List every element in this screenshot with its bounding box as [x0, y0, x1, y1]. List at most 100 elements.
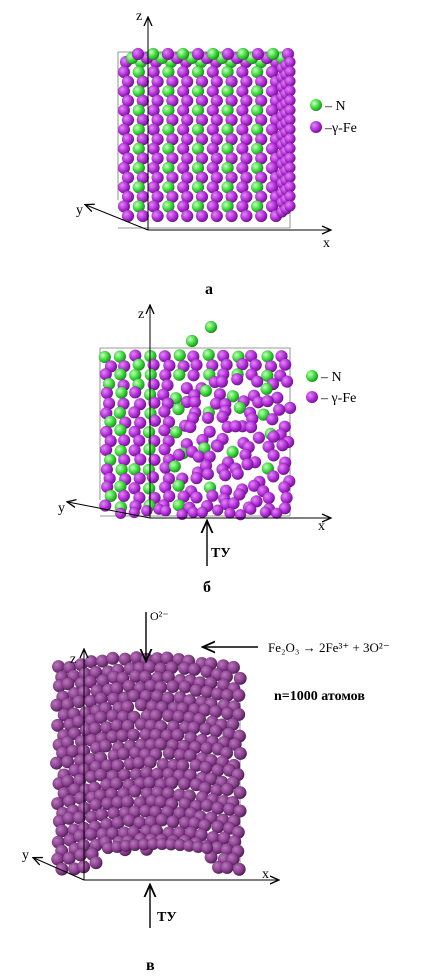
atom — [285, 95, 296, 106]
atom — [255, 210, 267, 222]
atom — [137, 210, 149, 222]
atom — [192, 48, 204, 60]
panel-c: z x y O²⁻ Fe₂O₃ → 2Fe³⁺ + 3O²⁻ n=1000 ат… — [22, 609, 390, 974]
atom — [212, 505, 223, 516]
atom — [221, 783, 234, 796]
panel-c-atoms — [50, 651, 247, 876]
atom — [245, 421, 257, 433]
atom — [267, 470, 279, 482]
panel-b: z x y – N – γ-Fe ТУ б — [58, 306, 356, 596]
atom — [285, 153, 296, 164]
atom — [167, 815, 180, 828]
atom-count-text: n=1000 атомов — [274, 689, 365, 704]
panel-b-legend: – N – γ-Fe — [306, 370, 356, 406]
atom — [186, 335, 198, 347]
atom — [285, 124, 296, 135]
panel-b-atoms — [99, 321, 296, 520]
panel-a: z x y – N –γ-Fe а — [76, 9, 357, 298]
atom — [268, 449, 280, 461]
x-axis-label: x — [318, 519, 325, 534]
atom — [118, 434, 130, 446]
atom — [271, 508, 282, 519]
atom — [74, 849, 87, 862]
atom — [235, 509, 246, 520]
atom — [135, 698, 148, 711]
x-axis-label: x — [262, 867, 269, 882]
o2-label: O²⁻ — [150, 609, 169, 623]
atom — [285, 133, 296, 144]
atom — [285, 76, 296, 87]
atom — [188, 663, 201, 676]
atom — [174, 349, 186, 361]
legend-fe-swatch — [306, 391, 318, 403]
atom — [285, 85, 296, 96]
atom — [116, 387, 128, 399]
atom — [178, 777, 191, 790]
atom — [240, 210, 252, 222]
atom — [267, 48, 279, 60]
atom — [177, 48, 189, 60]
atom — [285, 66, 296, 77]
atom — [56, 863, 69, 876]
atom — [203, 349, 215, 361]
atom — [285, 201, 296, 212]
atom — [266, 413, 278, 425]
atom — [224, 508, 235, 519]
atom — [129, 785, 142, 798]
atom — [141, 505, 152, 516]
atom — [163, 747, 176, 760]
atom — [279, 359, 291, 371]
atom — [188, 369, 200, 381]
z-axis-label: z — [70, 652, 76, 667]
atom — [216, 376, 228, 388]
legend-n-swatch — [310, 99, 322, 111]
atom — [166, 680, 179, 693]
atom — [173, 449, 185, 461]
atom — [252, 48, 264, 60]
atom — [242, 458, 254, 470]
atom — [211, 210, 223, 222]
atom — [285, 57, 296, 68]
legend-fe-label: –γ-Fe — [324, 121, 357, 136]
panel-c-tu-arrow: ТУ — [150, 886, 177, 928]
atom — [133, 359, 145, 371]
atom — [50, 757, 63, 770]
atom — [200, 385, 212, 397]
atom — [147, 471, 159, 483]
atom — [219, 469, 231, 481]
atom — [191, 472, 203, 484]
panel-b-tu-arrow: ТУ — [207, 522, 231, 566]
atom — [143, 776, 156, 789]
atom — [169, 460, 181, 472]
atom — [201, 842, 213, 854]
atom — [285, 181, 296, 192]
z-axis-label: z — [136, 9, 142, 24]
atom — [285, 114, 296, 125]
atom — [278, 481, 290, 493]
panel-c-caption: в — [146, 957, 155, 974]
atom — [191, 491, 203, 503]
atom — [166, 210, 178, 222]
z-axis-label: z — [138, 307, 144, 322]
x-axis-label: x — [323, 236, 330, 251]
atom — [285, 162, 296, 173]
atom — [90, 856, 103, 869]
panel-a-legend: – N –γ-Fe — [310, 99, 357, 136]
atom — [159, 369, 171, 381]
atom — [261, 383, 273, 395]
atom — [197, 507, 208, 518]
atom — [202, 468, 214, 480]
atom — [101, 387, 113, 399]
atom — [263, 492, 275, 504]
atom — [160, 505, 171, 516]
tu-label: ТУ — [211, 546, 231, 561]
legend-n-label: – N — [320, 370, 342, 385]
atom — [114, 368, 126, 380]
atom — [181, 210, 193, 222]
atom — [284, 402, 296, 414]
reaction-equation: Fe₂O₃ → 2Fe³⁺ + 3O²⁻ — [268, 640, 390, 655]
panel-b-caption: б — [203, 579, 211, 596]
legend-fe-label: – γ-Fe — [320, 391, 356, 406]
atom — [233, 863, 246, 876]
